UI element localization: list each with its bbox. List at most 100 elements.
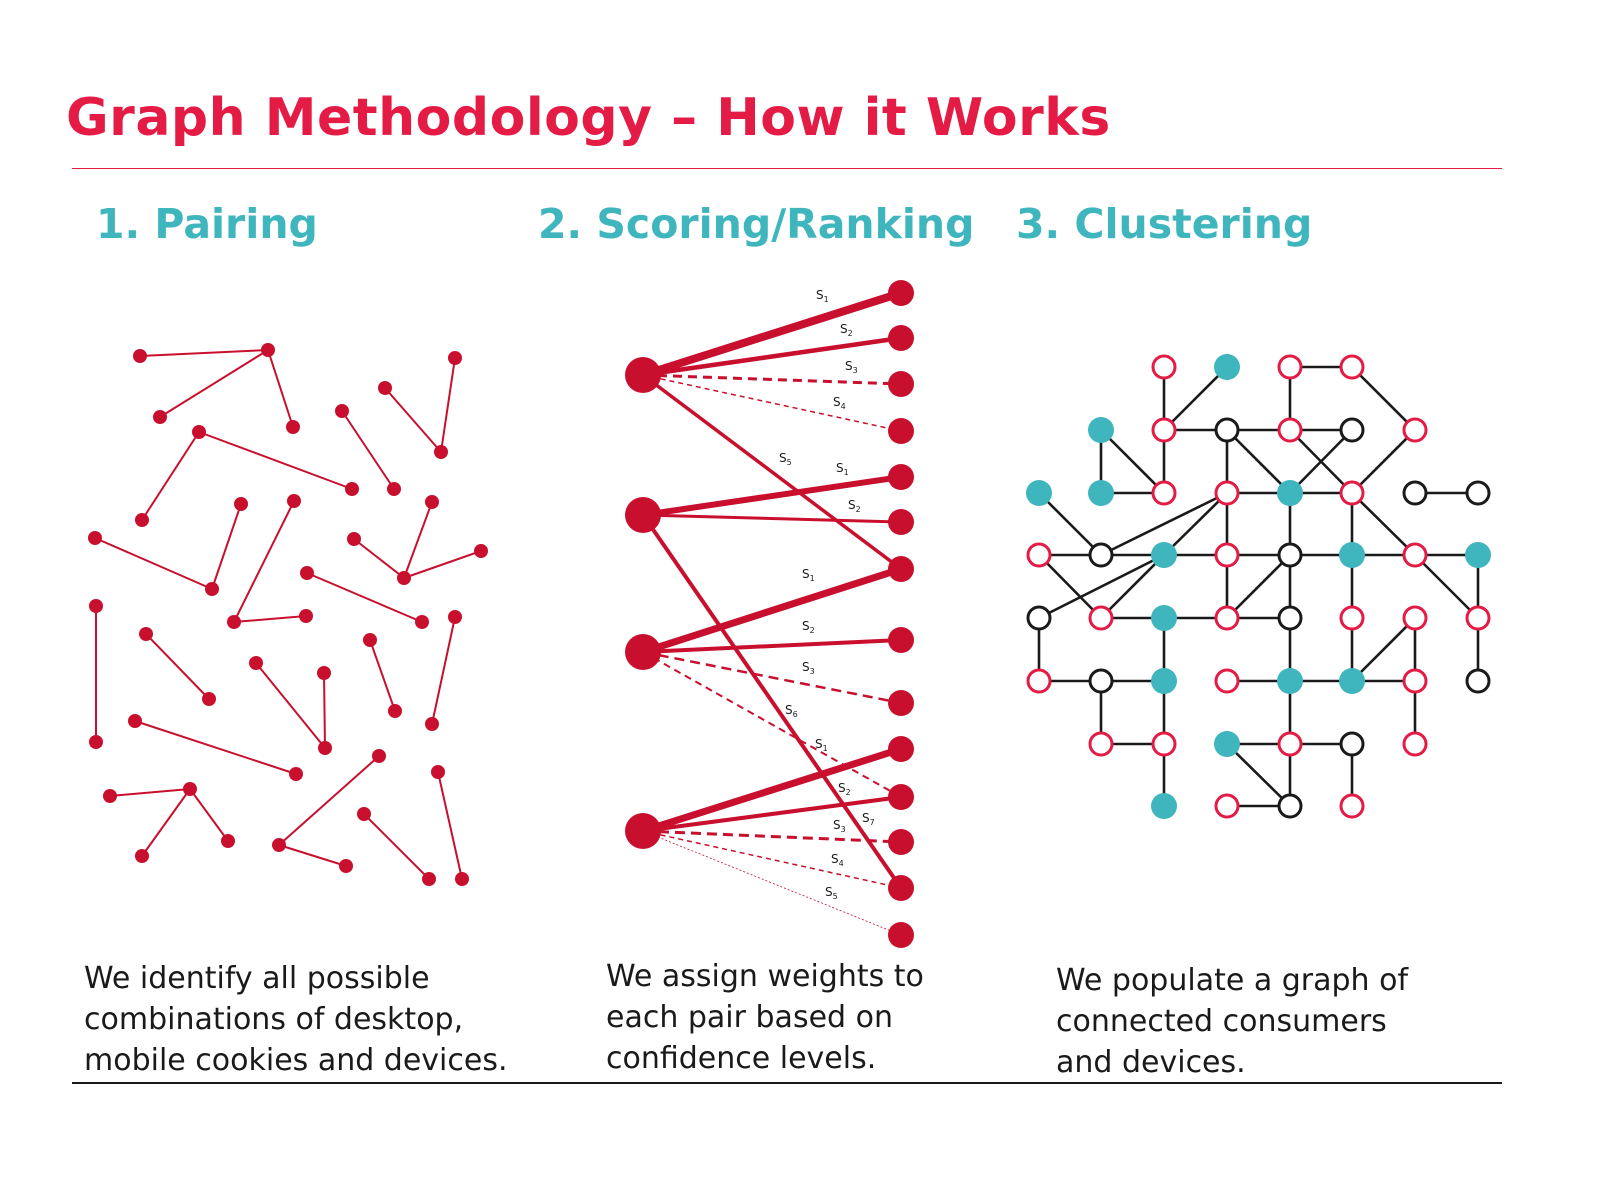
score-edge: [641, 513, 903, 890]
device-node: [202, 692, 216, 706]
cookie-node: [1088, 668, 1114, 694]
consumer-node: [1339, 542, 1365, 568]
device-node: [135, 513, 149, 527]
pair-edge: [198, 431, 353, 490]
cluster-edge: [1351, 492, 1416, 556]
device-node: [425, 717, 439, 731]
device-node: [422, 872, 436, 886]
device-node: [272, 838, 286, 852]
pair-edge: [189, 788, 229, 842]
pair-edge: [233, 615, 307, 623]
score-label: S1: [802, 567, 815, 583]
score-edge: [641, 565, 903, 656]
device-node: [139, 627, 153, 641]
score-label: S3: [802, 660, 815, 676]
score-label: S1: [836, 461, 849, 477]
score-edge: [642, 373, 902, 386]
device-node: [1214, 542, 1240, 568]
device-node: [1339, 605, 1365, 631]
cluster-edge: [1100, 554, 1165, 619]
cluster-edge: [1351, 366, 1416, 431]
device-node: [387, 482, 401, 496]
pair-edge: [278, 755, 380, 846]
pair-edge: [403, 501, 433, 579]
consumer-node: [1026, 480, 1052, 506]
device-node: [88, 531, 102, 545]
score-edge: [642, 374, 902, 432]
pair-edge: [353, 538, 405, 579]
score-edge: [642, 651, 902, 798]
device-node: [1151, 731, 1177, 757]
pair-edge: [141, 788, 191, 857]
device-node: [249, 656, 263, 670]
device-node: [415, 615, 429, 629]
device-node: [1402, 417, 1428, 443]
pair-edge: [306, 572, 423, 623]
cookie-node: [1339, 731, 1365, 757]
pair-edge: [363, 813, 430, 880]
bottom-divider: [72, 1082, 1502, 1084]
description-line: We identify all possible: [84, 961, 430, 996]
device-node: [299, 609, 313, 623]
target-node: [888, 509, 914, 535]
device-node: [128, 714, 142, 728]
pairing-graph: [88, 343, 488, 886]
score-edge: [642, 638, 902, 654]
device-node: [227, 615, 241, 629]
cluster-edge: [1038, 492, 1102, 556]
title-divider: [72, 168, 1502, 169]
consumer-node: [1151, 793, 1177, 819]
pair-edge: [278, 844, 347, 867]
consumer-node: [1151, 605, 1177, 631]
consumer-node: [1277, 668, 1303, 694]
pair-edge: [403, 550, 482, 579]
pair-edge: [341, 410, 395, 490]
device-node: [1026, 668, 1052, 694]
device-node: [89, 599, 103, 613]
description-line: each pair based on: [606, 1000, 893, 1035]
target-node: [888, 556, 914, 582]
pair-edge: [233, 500, 295, 623]
score-edge: [642, 513, 902, 524]
description-line: We assign weights to: [606, 959, 924, 994]
device-node: [1339, 480, 1365, 506]
score-label: S1: [815, 737, 828, 753]
device-node: [135, 849, 149, 863]
device-node: [289, 767, 303, 781]
device-node: [1465, 605, 1491, 631]
device-node: [1339, 793, 1365, 819]
device-node: [1214, 793, 1240, 819]
cookie-node: [1088, 542, 1114, 568]
device-node: [1277, 354, 1303, 380]
device-node: [388, 704, 402, 718]
device-node: [221, 834, 235, 848]
device-node: [287, 494, 301, 508]
cookie-node: [1339, 417, 1365, 443]
cluster-edge: [1038, 554, 1102, 619]
device-node: [448, 610, 462, 624]
device-node: [286, 420, 300, 434]
device-node: [1402, 668, 1428, 694]
cookie-node: [1026, 605, 1052, 631]
description-line: combinations of desktop,: [84, 1002, 464, 1037]
device-node: [1277, 731, 1303, 757]
step-scoring-title: 2. Scoring/Ranking: [538, 200, 975, 248]
device-node: [345, 482, 359, 496]
device-node: [1402, 605, 1428, 631]
pair-edge: [431, 616, 456, 725]
step-clustering-title: 3. Clustering: [1016, 200, 1313, 248]
device-node: [378, 381, 392, 395]
device-node: [1151, 480, 1177, 506]
device-node: [103, 789, 117, 803]
device-node: [372, 749, 386, 763]
consumer-node: [1151, 668, 1177, 694]
device-node: [431, 765, 445, 779]
step-scoring-description: We assign weights to each pair based on …: [606, 956, 924, 1079]
cluster-edge: [1226, 429, 1291, 494]
consumer-node: [1214, 731, 1240, 757]
device-node: [434, 445, 448, 459]
cookie-node: [1214, 417, 1240, 443]
device-node: [1402, 731, 1428, 757]
cluster-edge: [1226, 743, 1291, 807]
